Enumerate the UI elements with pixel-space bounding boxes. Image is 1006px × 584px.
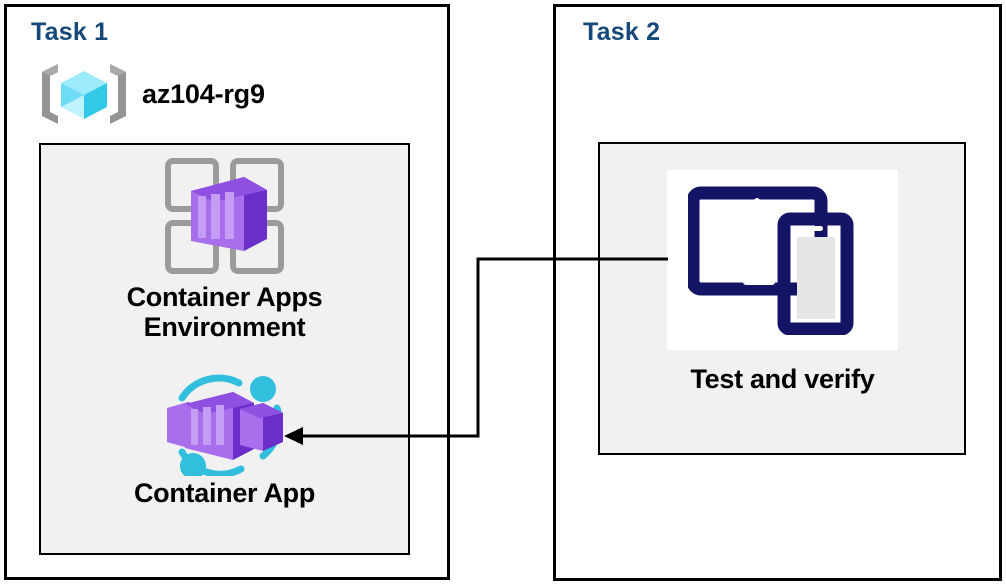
node-container-apps-environment: Container Apps Environment (54, 155, 395, 342)
container-app-icon (166, 374, 283, 476)
task-2-title: Task 2 (583, 18, 661, 46)
container-apps-environment-icon (164, 158, 284, 274)
resource-group-icon (42, 64, 126, 124)
container-apps-environment-label: Container Apps Environment (126, 282, 323, 343)
node-container-app: Container App (54, 372, 395, 508)
test-devices-icon (687, 186, 853, 335)
container-app-label: Container App (133, 478, 316, 508)
task-1-title: Task 1 (31, 18, 109, 46)
resource-group-header: az104-rg9 (36, 58, 265, 130)
node-test-and-verify: Test and verify (612, 170, 953, 394)
resource-group-label: az104-rg9 (142, 78, 265, 109)
test-and-verify-label: Test and verify (690, 364, 875, 394)
test-devices-plate (667, 170, 898, 350)
